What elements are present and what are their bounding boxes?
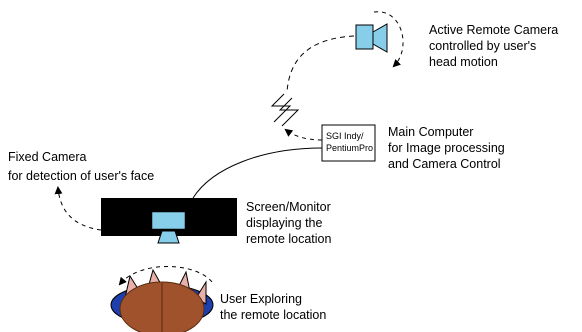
wireless-link-upper bbox=[286, 35, 355, 93]
head-motion-arrow bbox=[118, 266, 213, 286]
computer-box bbox=[321, 124, 376, 162]
remote-camera-icon bbox=[355, 23, 388, 53]
camera-rotation-arrow bbox=[373, 11, 404, 68]
lightning-icon bbox=[270, 93, 300, 127]
user-label: User Exploring the remote location bbox=[220, 292, 327, 322]
fixed-camera-label: Fixed Camera for detection of user's fac… bbox=[8, 150, 155, 183]
computer-box-label: SGI Indy/ PentiumPro bbox=[326, 131, 374, 153]
wireless-link-lower bbox=[284, 128, 323, 141]
monitor-icon bbox=[101, 198, 237, 244]
screen-monitor-label: Screen/Monitor displaying the remote loc… bbox=[246, 200, 332, 246]
user-head-icon bbox=[110, 268, 214, 332]
remote-camera-label: Active Remote Camera controlled by user'… bbox=[429, 23, 559, 69]
main-computer-label: Main Computer for Image processing and C… bbox=[388, 125, 505, 171]
computer-monitor-cable bbox=[192, 147, 323, 199]
fixed-camera-arrow bbox=[54, 186, 102, 231]
